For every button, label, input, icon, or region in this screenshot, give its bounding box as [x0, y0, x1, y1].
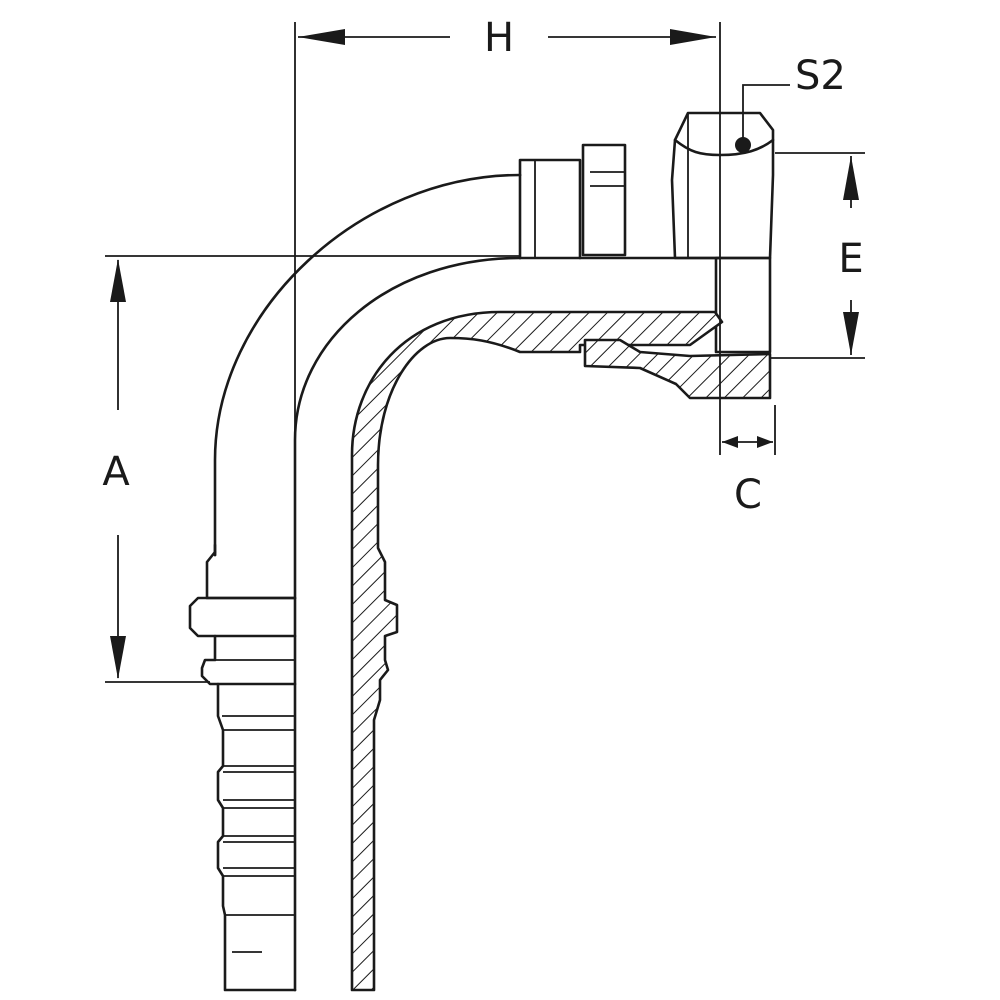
- elbow-inner-contour: [293, 256, 522, 992]
- dimension-h-label: H: [484, 15, 514, 61]
- body-sleeve: [518, 158, 582, 260]
- dimension-h: H: [298, 15, 716, 61]
- tube-wall-section: [350, 310, 724, 992]
- dimension-a-label: A: [102, 449, 130, 495]
- extension-lines: [105, 22, 865, 990]
- body-flange: [188, 596, 297, 638]
- callout-s2-label: S2: [795, 53, 846, 99]
- body-collar: [205, 550, 297, 600]
- dimension-c: C: [722, 436, 773, 518]
- nut-section: [583, 338, 772, 400]
- dimension-e: E: [838, 156, 864, 355]
- callout-s2: S2: [735, 53, 846, 153]
- dimension-c-label: C: [734, 472, 762, 518]
- dimension-e-label: E: [838, 236, 863, 282]
- washer: [581, 143, 627, 257]
- nut-bore: [714, 256, 772, 354]
- cross-section: [350, 310, 772, 992]
- dimension-a: A: [102, 259, 130, 679]
- fitting-body: [188, 143, 722, 992]
- elbow-outer-contour: [213, 173, 522, 557]
